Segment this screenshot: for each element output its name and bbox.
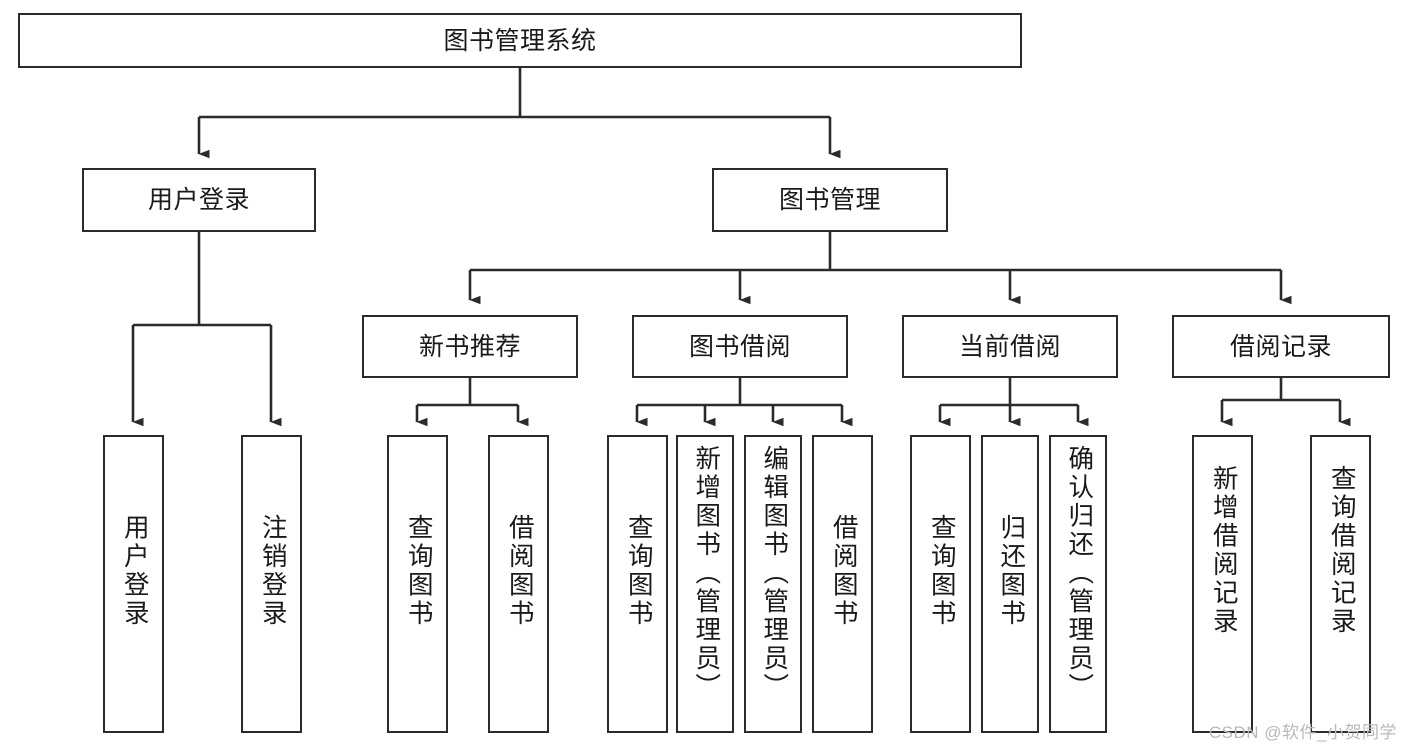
node-label: 查询图书	[404, 514, 433, 628]
node-label: 确认归还（管理员）	[1064, 445, 1093, 702]
node-label: 新增借阅记录	[1209, 465, 1238, 636]
leaf-query-book-borrow[interactable]: 查询图书	[607, 435, 668, 733]
node-borrow-record[interactable]: 借阅记录	[1172, 315, 1390, 378]
leaf-logout[interactable]: 注销登录	[241, 435, 302, 733]
node-user-login[interactable]: 用户登录	[82, 168, 316, 232]
node-new-book-recommend[interactable]: 新书推荐	[362, 315, 578, 378]
leaf-query-borrow-record[interactable]: 查询借阅记录	[1310, 435, 1371, 733]
leaf-borrow-book[interactable]: 借阅图书	[812, 435, 873, 733]
leaf-user-login[interactable]: 用户登录	[103, 435, 164, 733]
node-current-borrow[interactable]: 当前借阅	[902, 315, 1118, 378]
node-label: 借阅图书	[505, 514, 534, 628]
node-label: 图书管理	[778, 186, 881, 214]
node-label: 编辑图书（管理员）	[759, 445, 788, 702]
node-label: 查询图书	[927, 514, 956, 628]
leaf-confirm-return-admin[interactable]: 确认归还（管理员）	[1049, 435, 1107, 733]
node-label: 用户登录	[147, 186, 250, 214]
leaf-query-book-new[interactable]: 查询图书	[387, 435, 448, 733]
node-label: 当前借阅	[958, 332, 1061, 361]
node-label: 用户登录	[120, 514, 149, 628]
leaf-query-book-current[interactable]: 查询图书	[910, 435, 971, 733]
node-book-management[interactable]: 图书管理	[712, 168, 948, 232]
leaf-borrow-book-new[interactable]: 借阅图书	[488, 435, 549, 733]
leaf-add-borrow-record[interactable]: 新增借阅记录	[1192, 435, 1253, 733]
node-label: 归还图书	[996, 514, 1025, 628]
node-label: 新书推荐	[418, 332, 521, 361]
node-label: 图书管理系统	[443, 26, 597, 55]
leaf-edit-book-admin[interactable]: 编辑图书（管理员）	[744, 435, 802, 733]
node-label: 借阅图书	[829, 514, 858, 628]
node-root-book-management-system[interactable]: 图书管理系统	[18, 13, 1022, 68]
node-label: 借阅记录	[1229, 332, 1332, 361]
node-label: 图书借阅	[688, 332, 791, 361]
node-label: 新增图书（管理员）	[691, 445, 720, 702]
leaf-return-book[interactable]: 归还图书	[981, 435, 1039, 733]
node-label: 查询图书	[624, 514, 653, 628]
leaf-add-book-admin[interactable]: 新增图书（管理员）	[676, 435, 734, 733]
node-label: 注销登录	[258, 514, 287, 628]
node-book-borrow[interactable]: 图书借阅	[632, 315, 848, 378]
node-label: 查询借阅记录	[1327, 465, 1356, 636]
